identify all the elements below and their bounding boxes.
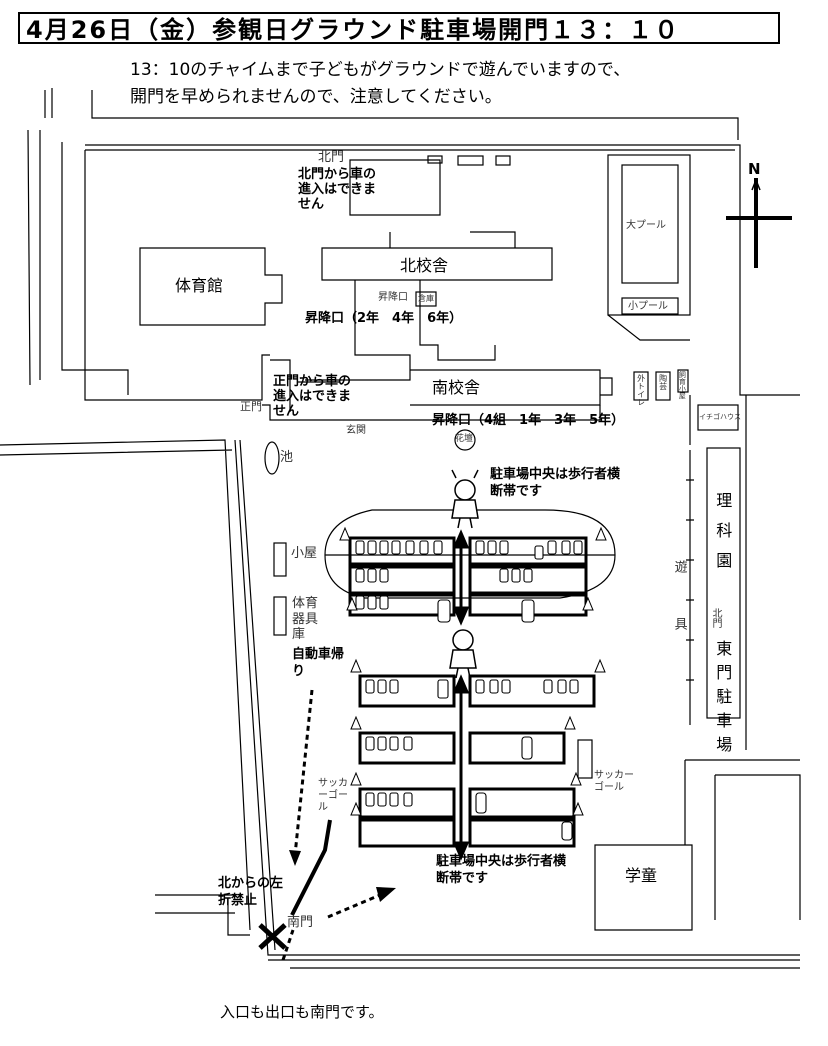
east-gate-parking-label: 東門駐車場 [713, 640, 733, 760]
entrance-label: 玄関 [346, 425, 366, 436]
science-garden-label: 理科園 [713, 492, 733, 582]
storage-label: 倉庫 [418, 294, 434, 303]
parking-block [358, 731, 456, 765]
gakudo-label: 学童 [625, 866, 658, 885]
south-gate-wall [290, 819, 332, 916]
main-gate-label: 正門 [240, 400, 262, 413]
entrance-box-label: 昇降口 [378, 292, 408, 303]
parking-block [348, 565, 456, 595]
parking-block [358, 818, 456, 848]
south-building [410, 369, 601, 406]
entry-route-arrow [327, 893, 381, 919]
road-line [44, 88, 53, 118]
notice-line-2: 開門を早められませんので、注意してください。 [130, 87, 502, 107]
east-gate-mini-label: 北門 [710, 608, 721, 628]
pond-label: 池 [280, 450, 294, 465]
parking-block [468, 536, 588, 566]
science-garden [706, 447, 741, 719]
shed-label: 小屋 [291, 546, 318, 561]
gym-building [139, 247, 283, 326]
toilet-label: 外トイレ [636, 374, 646, 406]
boundary-wall [84, 150, 270, 401]
compass-north-label: N [748, 160, 761, 178]
parking-block [468, 731, 566, 765]
storage-box [415, 291, 437, 307]
no-left-turn-notice: 北からの左折禁止 [218, 876, 284, 908]
parking-area-upper [324, 509, 616, 599]
pool-area [607, 154, 691, 316]
parking-block [468, 674, 596, 708]
small-pool [621, 297, 679, 315]
small-pool-label: 小プール [628, 301, 668, 312]
entrance-exit-notice: 入口も出口も南門です。 [220, 1003, 384, 1021]
gym-label: 体育館 [175, 276, 224, 295]
shed [273, 542, 287, 577]
parking-block [358, 787, 456, 819]
ichigo-house-label: イチゴハウス [699, 413, 741, 421]
parking-block [468, 818, 576, 848]
entrance-south-notice: 昇降口（4組 1年 3年 5年） [432, 413, 625, 428]
child-figure-icon [451, 469, 479, 529]
north-building-label: 北校舎 [400, 256, 449, 275]
flower-bed [454, 429, 476, 451]
ceramics-label: 陶芸 [658, 374, 668, 390]
soccer-goal-right-label: サッカーゴール [594, 770, 634, 793]
south-gate-label: 南門 [287, 915, 314, 930]
flower-bed-label: 花壇 [455, 434, 474, 444]
north-building [321, 247, 553, 281]
soccer-goal-left-label: サッカーゴール [318, 778, 348, 813]
crosswalk-notice-top: 駐車場中央は歩行者横断帯です [490, 467, 621, 499]
crosswalk-notice-bottom: 駐車場中央は歩行者横断帯です [436, 854, 567, 886]
north-gate-label: 北門 [318, 150, 345, 165]
page-title: 4月26日（金）参観日グラウンド駐車場開門１３：１０ [18, 12, 780, 44]
equipment-storage [273, 596, 287, 636]
no-entry-x-icon [258, 923, 287, 950]
road-line [91, 90, 739, 140]
south-building-label: 南校舎 [432, 378, 481, 397]
parking-block [468, 565, 588, 595]
playground-label: 遊具 [671, 560, 687, 674]
main-gate-notice: 正門から車の進入はできません [273, 374, 352, 419]
return-route-arrow [293, 689, 314, 856]
parking-block [468, 787, 576, 819]
boundary-wall [234, 439, 800, 956]
parking-block [348, 536, 456, 566]
entrance-north-notice: 昇降口（2年 4年 6年） [305, 311, 463, 326]
notice-line-1: 13：10のチャイムまで子どもがグラウンドで遊んでいますので、 [130, 60, 631, 80]
big-pool [621, 164, 679, 284]
child-figure-icon [449, 629, 477, 679]
gakudo-building [594, 844, 693, 931]
big-pool-label: 大プール [626, 220, 666, 231]
north-gate-notice: 北門から車の進入はできません [298, 167, 377, 212]
rabbit-hut-label: 飼育小屋 [678, 371, 687, 399]
equipment-storage-label: 体育器具庫 [292, 596, 319, 643]
compass-icon [726, 178, 792, 268]
pond [264, 441, 280, 475]
car-return-notice: 自動車帰り [292, 647, 345, 679]
